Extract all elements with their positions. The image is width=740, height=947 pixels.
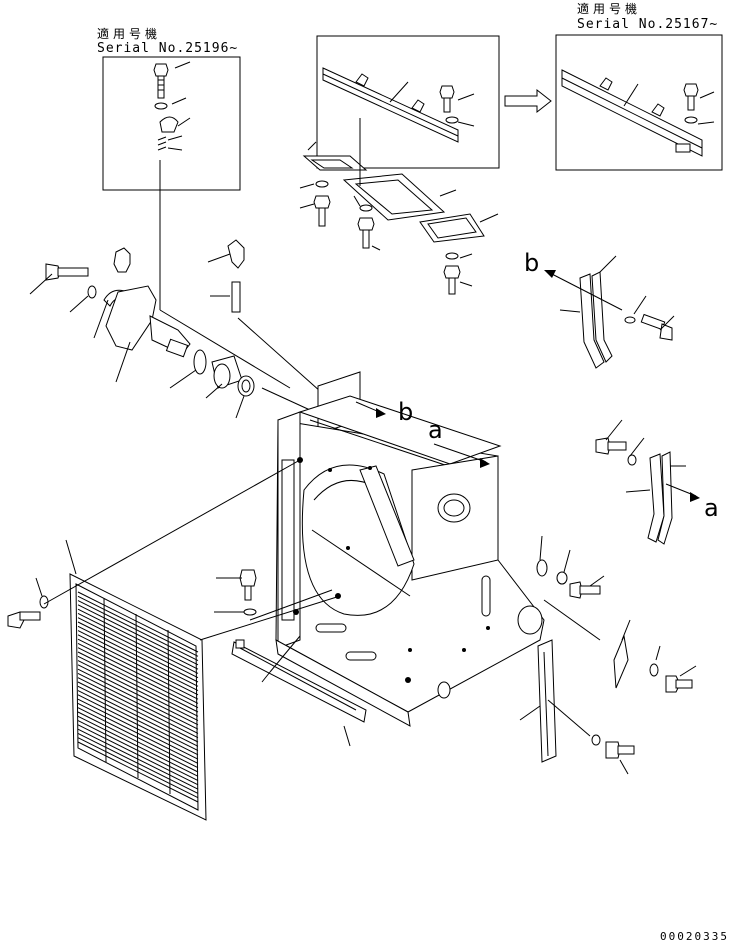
applicable-label-left: 適用号機 [97, 27, 162, 41]
serial-label-left: Serial No.25196~ [97, 41, 239, 56]
grille-slat [78, 635, 198, 695]
grille-slat [78, 656, 198, 716]
grille-slat [78, 708, 198, 768]
view-arrow-b-lower [356, 402, 386, 418]
front-grille [66, 540, 206, 820]
grille-slat [78, 673, 198, 733]
view-marker-b-lower: b [398, 398, 414, 426]
grille-slat [78, 631, 198, 691]
variant-detail-box-right [556, 35, 722, 170]
grille-slat [78, 639, 198, 699]
bracket-and-hose-fittings [30, 240, 330, 418]
grille-slat [78, 742, 198, 802]
grille-slat [78, 725, 198, 785]
grille-slat [78, 601, 198, 661]
grille-slat [78, 721, 198, 781]
grille-slat [78, 686, 198, 746]
grille-slat [78, 661, 198, 721]
variant-arrow [505, 90, 551, 112]
view-arrow-a-upper [434, 444, 490, 468]
grille-slat [78, 648, 198, 708]
grille-slat [78, 691, 198, 751]
grille-slat [78, 605, 198, 665]
grille-slat [78, 738, 198, 798]
view-marker-a-upper: a [428, 416, 443, 444]
grille-slat [78, 669, 198, 729]
grille-slat [78, 592, 198, 652]
grille-slat [78, 622, 198, 682]
grille-slat [78, 626, 198, 686]
grille-slat [78, 703, 198, 763]
grille-slat [78, 665, 198, 725]
grille-slat [78, 618, 198, 678]
view-arrow-b-upper [544, 270, 622, 310]
top-cover-plates [300, 118, 498, 294]
grille-bolt [8, 460, 340, 640]
grille-slat [78, 643, 198, 703]
cover-inset-box [317, 36, 499, 168]
grille-slat [78, 699, 198, 759]
grille-slat [78, 609, 198, 669]
right-side-seals [520, 256, 696, 774]
grille-slat [78, 678, 198, 738]
radiator-guard-frame [276, 372, 544, 726]
applicable-label-right: 適用号機 [577, 2, 642, 16]
drawing-number: 00020335 [660, 930, 729, 943]
serial-label-right: Serial No.25167~ [577, 17, 719, 32]
grille-slat [78, 716, 198, 776]
grille-slat [78, 733, 198, 793]
grille-slat [78, 729, 198, 789]
bolt-icon [154, 64, 168, 98]
grille-slat [78, 652, 198, 712]
grille-slat [78, 695, 198, 755]
variant-detail-box-left [103, 57, 240, 310]
lower-seal-strip [214, 570, 366, 746]
grille-slat [78, 613, 198, 673]
grille-slat [78, 682, 198, 742]
view-marker-b-upper: b [524, 249, 540, 277]
view-arrow-a-lower [666, 484, 700, 502]
view-marker-a-lower: a [704, 494, 719, 522]
grille-slat [78, 596, 198, 656]
grille-slat [78, 712, 198, 772]
